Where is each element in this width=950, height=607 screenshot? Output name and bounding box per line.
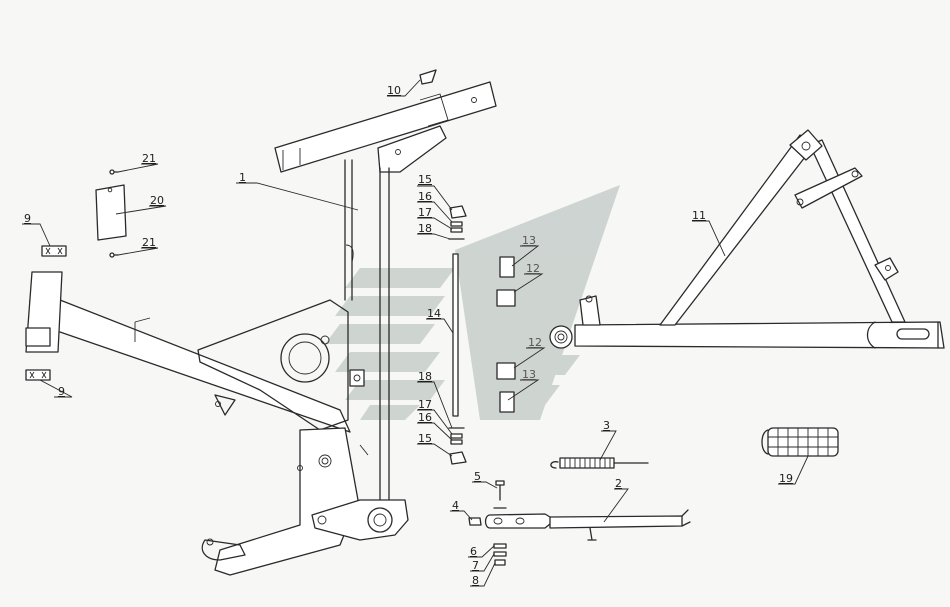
spring-3 [550,457,649,469]
pad-12-top [496,289,516,307]
callout-17-top: 17 [418,206,432,219]
callout-4: 4 [452,499,459,512]
hand-grip-19 [761,427,839,457]
callout-7: 7 [472,559,479,572]
lower-rear-section [214,427,359,576]
fastener-stack-top [448,205,467,240]
side-stand-2 [484,509,691,541]
callout-20: 20 [150,194,164,207]
leader-lines [22,79,809,587]
callout-13-bottom: 13 [522,368,536,381]
top-head-plate [274,81,497,173]
watermark-logo [325,185,620,420]
callout-14: 14 [427,307,441,320]
callout-16-top: 16 [418,190,432,203]
callout-10: 10 [387,84,401,97]
callout-labels: 1 2 3 4 5 6 7 8 9 9 10 11 12 12 13 13 14… [24,84,793,587]
washer-stack-6-8 [493,543,507,566]
grommet-9-top [41,245,67,257]
callout-16-bottom: 16 [418,411,432,424]
callout-21-bottom: 21 [142,236,156,249]
swingarm-11 [549,129,945,349]
callout-18-top: 18 [418,222,432,235]
callout-11: 11 [692,209,706,222]
screw-21-bottom [109,252,119,258]
callout-18-bottom: 18 [418,370,432,383]
callout-9-bottom: 9 [58,385,65,398]
callout-17-bottom: 17 [418,398,432,411]
pad-12-bottom [496,362,516,380]
callout-15-top: 15 [418,173,432,186]
pads-12-13 [496,256,516,413]
left-top-tube [29,299,351,433]
callout-8: 8 [472,574,479,587]
rod-14 [452,253,459,417]
callout-12-bottom: 12 [528,336,542,349]
swingarm-main-tube [574,321,945,349]
bolt-5 [493,480,507,509]
callout-12-top: 12 [526,262,540,275]
callout-21-top: 21 [142,152,156,165]
fastener-stack-bottom [448,427,467,465]
main-frame [25,81,497,576]
grommet-9-bottom [25,369,51,381]
callout-1: 1 [239,171,246,184]
clip-part-10 [419,69,437,85]
callout-5: 5 [474,470,481,483]
pad-13-top [499,256,515,278]
side-stand-bracket [484,513,556,529]
screw-21-top [109,169,119,175]
pad-13-bottom [499,391,515,413]
cover-plate-20 [95,184,127,241]
callout-3: 3 [603,419,610,432]
callout-2: 2 [615,477,622,490]
callout-6: 6 [470,545,477,558]
callout-15-bottom: 15 [418,432,432,445]
callout-9-top: 9 [24,212,31,225]
swingarm-pivot-plate [311,499,409,541]
callout-19: 19 [779,472,793,485]
callout-13-top: 13 [522,234,536,247]
